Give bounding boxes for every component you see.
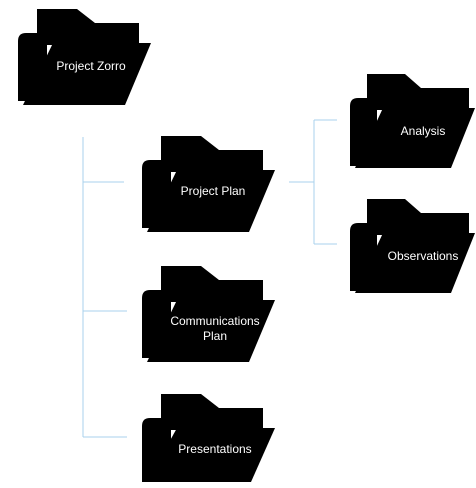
folder-icon <box>142 266 275 362</box>
folder-icon <box>350 74 475 168</box>
folder-icon <box>142 136 275 232</box>
folder-analysis[interactable]: Analysis <box>347 70 476 170</box>
folder-project-plan[interactable]: Project Plan <box>139 132 279 232</box>
folder-icon <box>142 394 275 482</box>
folder-observations[interactable]: Observations <box>347 195 476 295</box>
folder-icon <box>350 199 475 293</box>
folder-icon <box>18 9 151 105</box>
folder-project-zorro[interactable]: Project Zorro <box>15 5 155 105</box>
folder-presentations[interactable]: Presentations <box>139 388 279 488</box>
folder-communications-plan[interactable]: Communications Plan <box>139 262 279 362</box>
